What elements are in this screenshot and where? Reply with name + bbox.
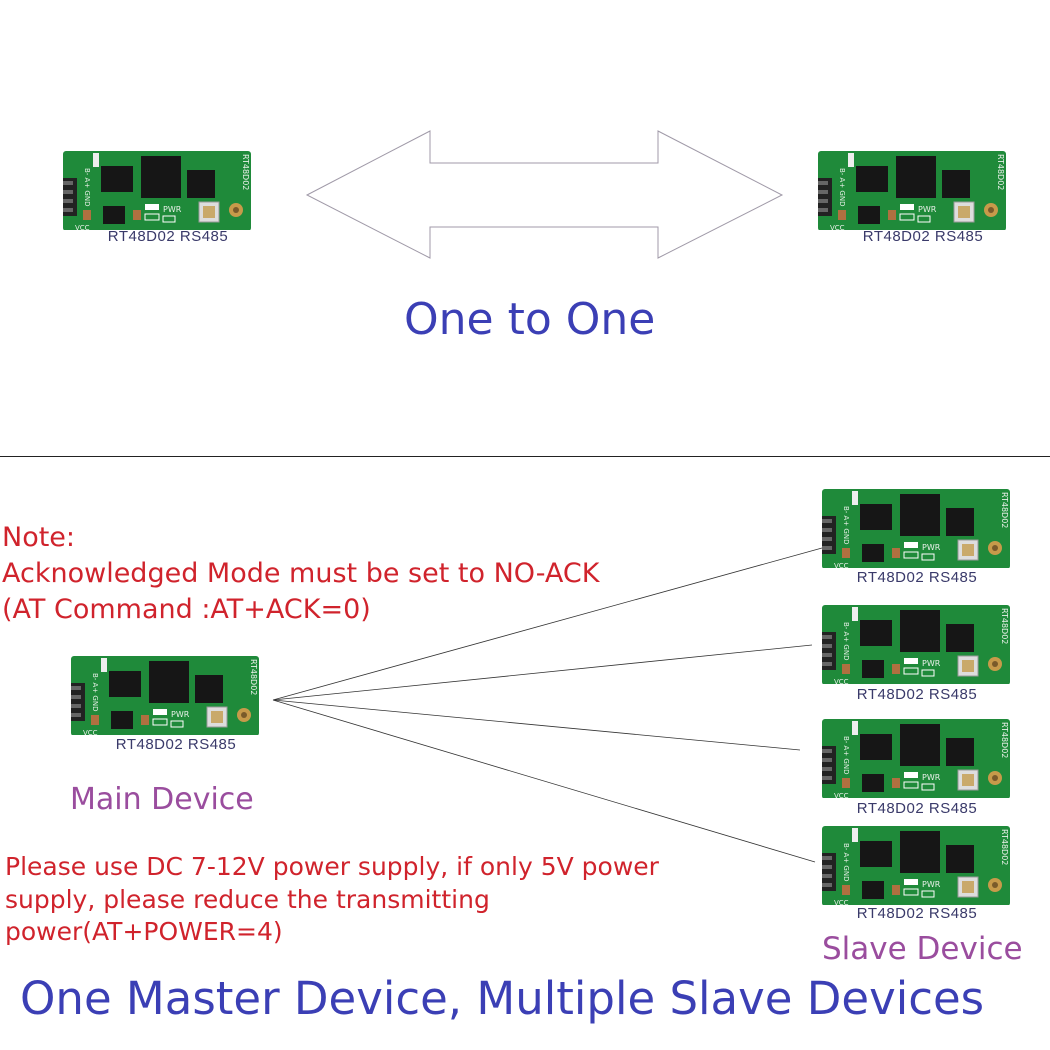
slave-module: B- A+ GND RT48D02 VCC PWR RT48D02 RS485 xyxy=(822,823,1012,923)
svg-text:PWR: PWR xyxy=(918,205,937,214)
main-device-module: B- A+ GND RT48D02 VCC PWR RT48D02 RS485 xyxy=(71,653,261,753)
power-note-line: power(AT+POWER=4) xyxy=(5,917,283,946)
slave-module: B- A+ GND RT48D02 VCC PWR RT48D02 RS485 xyxy=(822,602,1012,703)
module-label: RT48D02 RS485 xyxy=(862,228,984,245)
svg-text:VCC: VCC xyxy=(830,224,845,230)
rs485-module-right: B- A+ GND RT48D02 VCC PWR RT48D02 RS485 xyxy=(818,148,1008,248)
module-label: RT48D02 RS485 xyxy=(107,228,229,245)
svg-text:PWR: PWR xyxy=(922,543,941,552)
main-device-caption: Main Device xyxy=(70,782,254,817)
module-label: RT48D02 RS485 xyxy=(856,686,978,703)
pcb-image: B- A+ GND RT48D02 VCC PWR xyxy=(822,486,1012,568)
bidirectional-arrow xyxy=(305,130,784,259)
pcb-image: B- A+ GND RT48D02 VCC PWR xyxy=(822,602,1012,684)
svg-text:VCC: VCC xyxy=(834,899,849,905)
svg-text:PWR: PWR xyxy=(922,880,941,889)
note-line: Acknowledged Mode must be set to NO-ACK xyxy=(2,558,600,589)
svg-text:PWR: PWR xyxy=(922,773,941,782)
link-line xyxy=(272,699,816,863)
svg-text:B- A+ GND: B- A+ GND xyxy=(842,506,850,544)
svg-text:RT48D02: RT48D02 xyxy=(1000,829,1009,865)
svg-text:VCC: VCC xyxy=(834,562,849,568)
svg-text:B- A+ GND: B- A+ GND xyxy=(842,736,850,774)
pcb-image: B- A+ GND RT48D02 VCC PWR xyxy=(71,653,261,735)
svg-text:PWR: PWR xyxy=(171,710,190,719)
svg-text:RT48D02: RT48D02 xyxy=(249,659,258,695)
svg-text:B- A+ GND: B- A+ GND xyxy=(83,168,91,206)
svg-text:B- A+ GND: B- A+ GND xyxy=(842,843,850,881)
slave-module: B- A+ GND RT48D02 VCC PWR RT48D02 RS485 xyxy=(822,486,1012,586)
power-note-line: Please use DC 7-12V power supply, if onl… xyxy=(5,852,659,881)
svg-text:VCC: VCC xyxy=(83,729,98,735)
note-line: Note: xyxy=(2,522,76,553)
power-note-line: supply, please reduce the transmitting xyxy=(5,884,490,914)
link-line xyxy=(272,547,823,701)
ack-note: Note: Acknowledged Mode must be set to N… xyxy=(2,520,599,628)
section-divider xyxy=(0,456,1050,457)
svg-text:RT48D02: RT48D02 xyxy=(1000,492,1009,528)
slave-module: B- A+ GND RT48D02 VCC PWR RT48D02 RS485 xyxy=(822,716,1012,817)
svg-text:PWR: PWR xyxy=(922,659,941,668)
rs485-module-left: B- A+ GND RT48D02 VCC PWR RT48D02 RS485 xyxy=(63,148,253,248)
module-label: RT48D02 RS485 xyxy=(115,736,237,753)
link-line xyxy=(272,699,801,751)
svg-text:RT48D02: RT48D02 xyxy=(241,154,250,190)
svg-text:B- A+ GND: B- A+ GND xyxy=(838,168,846,206)
link-line xyxy=(272,644,813,701)
pcb-image: B- A+ GND RT48D02 VCC PWR xyxy=(818,148,1008,230)
slave-device-caption: Slave Device xyxy=(822,931,1023,967)
power-note: Please use DC 7-12V power supply, if onl… xyxy=(5,851,659,949)
one-to-one-title: One to One xyxy=(404,294,656,345)
pcb-image: B- A+ GND RT48D02 VCC PWR xyxy=(63,148,253,230)
module-label: RT48D02 RS485 xyxy=(856,800,978,817)
pcb-image: B- A+ GND RT48D02 VCC PWR xyxy=(822,716,1012,798)
module-label: RT48D02 RS485 xyxy=(856,905,978,922)
svg-text:VCC: VCC xyxy=(834,678,849,684)
pcb-image: B- A+ GND RT48D02 VCC PWR xyxy=(822,823,1012,905)
note-line: (AT Command :AT+ACK=0) xyxy=(2,594,371,625)
svg-text:RT48D02: RT48D02 xyxy=(1000,608,1009,644)
svg-text:RT48D02: RT48D02 xyxy=(996,154,1005,190)
svg-text:VCC: VCC xyxy=(75,224,90,230)
svg-text:RT48D02: RT48D02 xyxy=(1000,722,1009,758)
svg-text:B- A+ GND: B- A+ GND xyxy=(91,673,99,711)
master-slave-title: One Master Device, Multiple Slave Device… xyxy=(20,972,985,1025)
svg-text:PWR: PWR xyxy=(163,205,182,214)
module-label: RT48D02 RS485 xyxy=(856,569,978,586)
svg-text:VCC: VCC xyxy=(834,792,849,798)
svg-text:B- A+ GND: B- A+ GND xyxy=(842,622,850,660)
